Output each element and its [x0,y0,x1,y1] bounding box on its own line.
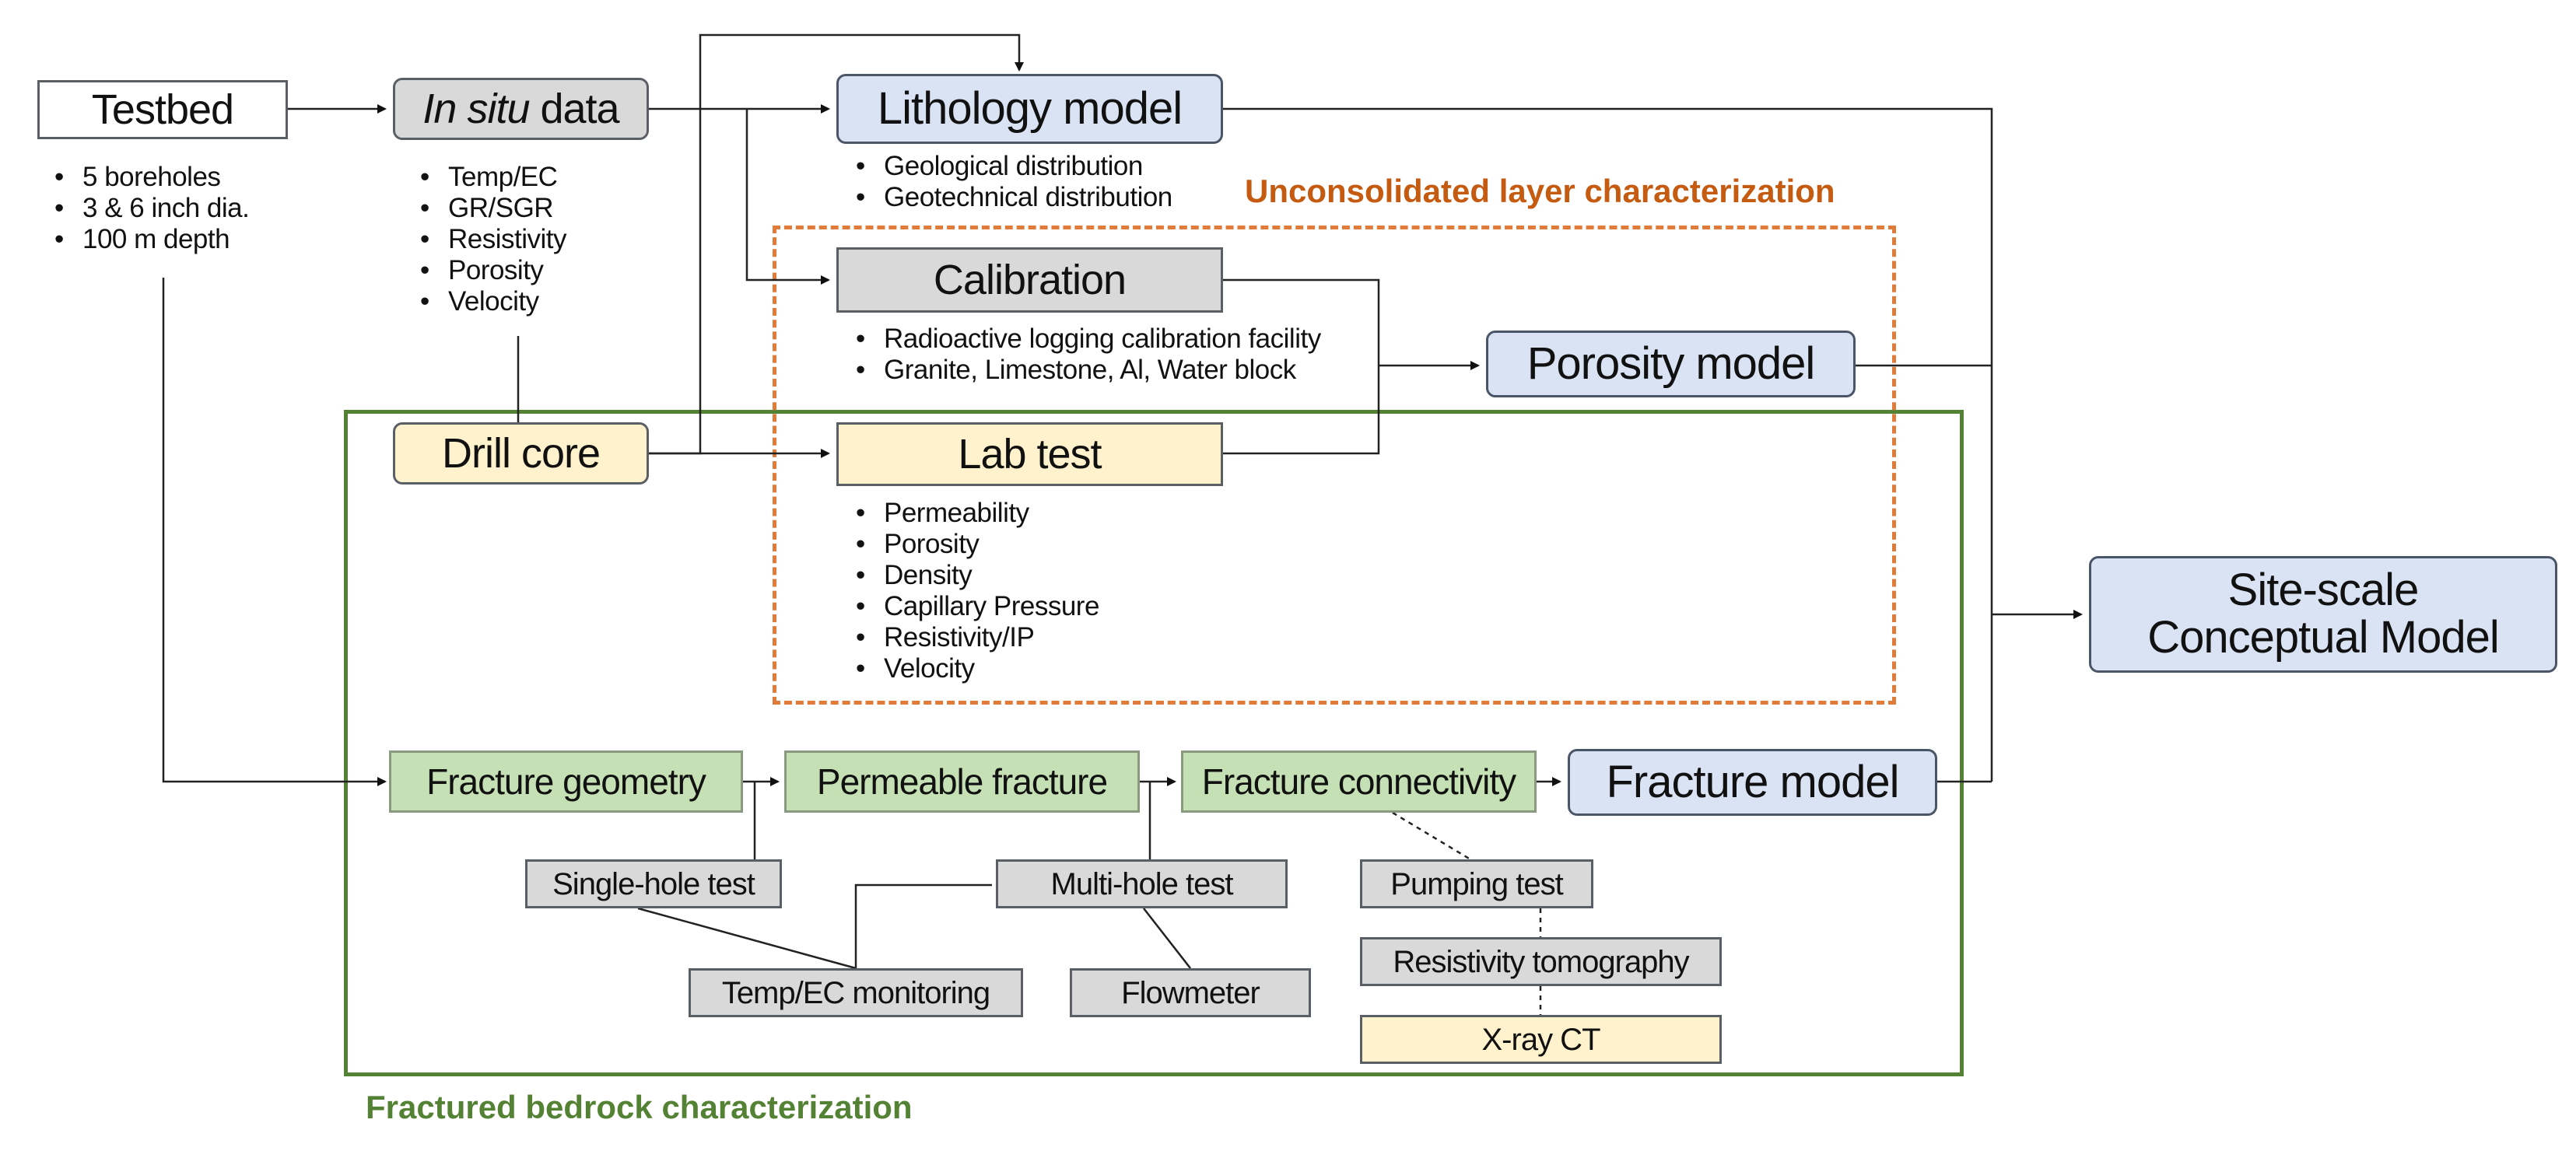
fracture-connectivity-box: Fracture connectivity [1181,750,1537,813]
testbed-label: Testbed [91,86,234,133]
resistivity-tomography-label: Resistivity tomography [1393,944,1689,979]
drill-core-box: Drill core [393,422,649,485]
fracture-model-box: Fracture model [1568,749,1937,816]
temp-ec-monitoring-label: Temp/EC monitoring [721,975,990,1010]
edge-multi-flow [1143,908,1191,969]
xray-ct-box: X-ray CT [1360,1015,1722,1064]
fracture-connectivity-label: Fracture connectivity [1201,761,1516,802]
fracture-model-label: Fracture model [1606,756,1899,807]
site-scale-line1: Site-scale [2227,565,2420,616]
edge-drillcore-lithology [649,33,1024,455]
lab-test-label: Lab test [958,430,1102,478]
porosity-model-box: Porosity model [1486,331,1856,397]
lithology-model-box: Lithology model [836,74,1223,144]
insitu-label: In situ data [422,85,619,132]
list-item: Capillary Pressure [850,591,1099,622]
list-item: Resistivity [414,224,567,255]
list-item: Geological distribution [850,151,1172,182]
lithology-label: Lithology model [877,82,1183,134]
porosity-model-label: Porosity model [1526,338,1816,389]
list-item: Velocity [414,286,566,317]
unconsolidated-region-label: Unconsolidated layer characterization [1245,173,1835,209]
edge-insitu-calibration [745,109,830,285]
fracture-geometry-label: Fracture geometry [426,761,706,802]
resistivity-tomography-box: Resistivity tomography [1360,937,1722,986]
list-item: 100 m depth [48,224,249,255]
list-item: Temp/EC [414,162,566,193]
permeable-fracture-label: Permeable fracture [816,761,1108,802]
calibration-box: Calibration [836,247,1223,313]
site-scale-model-box: Site-scale Conceptual Model [2089,556,2557,673]
testbed-bullets: 5 boreholes 3 & 6 inch dia. 100 m depth [48,162,250,255]
list-item: GR/SGR [414,193,566,224]
single-hole-test-box: Single-hole test [525,859,782,908]
single-hole-label: Single-hole test [552,866,755,901]
edge-lithology-site [1223,107,1993,782]
edge-calibration-porosity [1223,278,1380,455]
list-item: Density [850,560,1099,591]
pumping-test-box: Pumping test [1360,859,1593,908]
list-item: Permeability [850,498,1099,529]
testbed-box: Testbed [37,80,288,139]
temp-ec-monitoring-box: Temp/EC monitoring [689,968,1023,1017]
flowmeter-box: Flowmeter [1070,968,1311,1017]
list-item: Velocity [850,653,1099,684]
calibration-bullets: Radioactive logging calibration facility… [850,324,1321,386]
insitu-data-box: In situ data [393,78,649,140]
list-item: Geotechnical distribution [850,182,1172,213]
edge-multi-temp [854,883,992,968]
pumping-test-label: Pumping test [1390,866,1563,901]
multi-hole-label: Multi-hole test [1050,866,1234,901]
lab-test-box: Lab test [836,422,1223,486]
fractured-region-label: Fractured bedrock characterization [366,1089,913,1125]
edge-testbed-fracgeo [162,278,387,786]
site-scale-line2: Conceptual Model [2147,612,2500,663]
lithology-bullets: Geological distribution Geotechnical dis… [850,151,1172,213]
list-item: Radioactive logging calibration facility [850,324,1321,355]
unconsolidated-layer-region [773,226,1896,705]
permeable-fracture-box: Permeable fracture [784,750,1140,813]
drill-core-label: Drill core [441,429,601,477]
calibration-label: Calibration [933,256,1127,303]
list-item: 5 boreholes [48,162,249,193]
lab-test-bullets: Permeability Porosity Density Capillary … [850,498,1099,684]
insitu-bullets: Temp/EC GR/SGR Resistivity Porosity Velo… [414,162,567,317]
fractured-bedrock-region [344,410,1964,1076]
edge-conn-pumping [1392,811,1471,861]
list-item: 3 & 6 inch dia. [48,193,250,224]
flowmeter-label: Flowmeter [1121,975,1260,1010]
list-item: Porosity [414,255,566,286]
fracture-geometry-box: Fracture geometry [389,750,743,813]
list-item: Granite, Limestone, Al, Water block [850,355,1321,386]
edge-single-temp [637,907,857,970]
xray-ct-label: X-ray CT [1481,1022,1601,1057]
list-item: Porosity [850,529,1099,560]
multi-hole-test-box: Multi-hole test [996,859,1288,908]
list-item: Resistivity/IP [850,622,1099,653]
